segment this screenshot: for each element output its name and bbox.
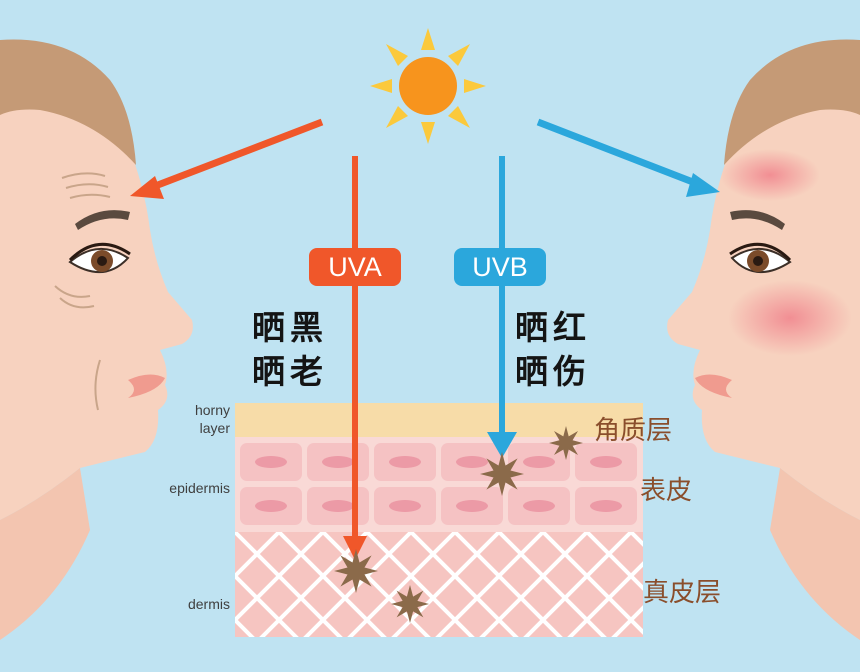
left-eyelid — [68, 242, 131, 262]
left-face — [0, 39, 193, 640]
left-neck — [0, 468, 90, 640]
left-pupil — [97, 256, 107, 266]
uva-badge: UVA — [309, 248, 401, 286]
cell-nucleus — [523, 500, 555, 512]
horny-layer-label-line1: horny — [194, 402, 230, 418]
dermis-layer — [235, 532, 643, 637]
uvb-damage-star-horny — [549, 426, 583, 460]
uva-damage-star-dermis-2 — [391, 585, 429, 623]
cheek-redness — [728, 280, 852, 356]
right-eyebrow — [730, 210, 785, 230]
sun-disc — [399, 57, 457, 115]
uva-damage-star-dermis — [334, 549, 378, 593]
right-pupil — [753, 256, 763, 266]
cheek-wrinkle — [94, 359, 101, 411]
sun-icon — [370, 28, 486, 144]
cell-nucleus — [322, 500, 354, 512]
horny-layer-label-line2: layer — [199, 420, 230, 436]
right-neck — [770, 468, 860, 640]
damage-stars — [334, 426, 583, 623]
cell-nucleus — [456, 500, 488, 512]
cell-nucleus — [590, 500, 622, 512]
uva-effect-tan: 晒黑 — [252, 308, 328, 347]
uvb-arrow-right — [536, 118, 720, 197]
right-lips — [695, 374, 732, 398]
skin-cross-section — [235, 403, 643, 637]
left-lips — [128, 374, 165, 398]
uvb-effect-sunburn: 晒伤 — [515, 352, 591, 391]
uvb-damage-star-epidermis — [480, 452, 524, 496]
epidermis-cells — [240, 443, 637, 525]
dermis-label: dermis — [187, 596, 230, 612]
uvb-effect-redness: 晒红 — [515, 308, 591, 347]
uva-arrow-down — [343, 156, 367, 560]
uvb-arrow-down — [487, 156, 517, 458]
left-eyebrow — [75, 210, 130, 230]
cell-nucleus — [389, 456, 421, 468]
horny-layer — [235, 403, 643, 437]
cell-nucleus — [255, 456, 287, 468]
cell-nucleus — [590, 456, 622, 468]
horny-layer-cn-label: 角质层 — [594, 416, 673, 446]
cell-nucleus — [456, 456, 488, 468]
epidermis-label: epidermis — [169, 480, 230, 496]
uva-effect-aging: 晒老 — [252, 352, 328, 391]
left-hair — [0, 39, 136, 165]
right-hair — [724, 39, 860, 165]
forehead-redness — [720, 149, 820, 201]
cell-nucleus — [322, 456, 354, 468]
epidermis-cn-label: 表皮 — [640, 476, 693, 506]
right-eyelid — [729, 242, 792, 262]
cell-nucleus — [523, 456, 555, 468]
right-face — [667, 39, 860, 640]
forehead-wrinkles — [61, 172, 111, 199]
uvb-badge: UVB — [454, 248, 546, 286]
cell-nucleus — [389, 500, 421, 512]
sun-rays — [370, 28, 486, 144]
uva-arrow-left — [130, 118, 324, 199]
eye-wrinkles — [54, 285, 95, 309]
cell-nucleus — [255, 500, 287, 512]
dermis-cn-label: 真皮层 — [643, 578, 722, 608]
left-face-skin — [0, 60, 193, 520]
